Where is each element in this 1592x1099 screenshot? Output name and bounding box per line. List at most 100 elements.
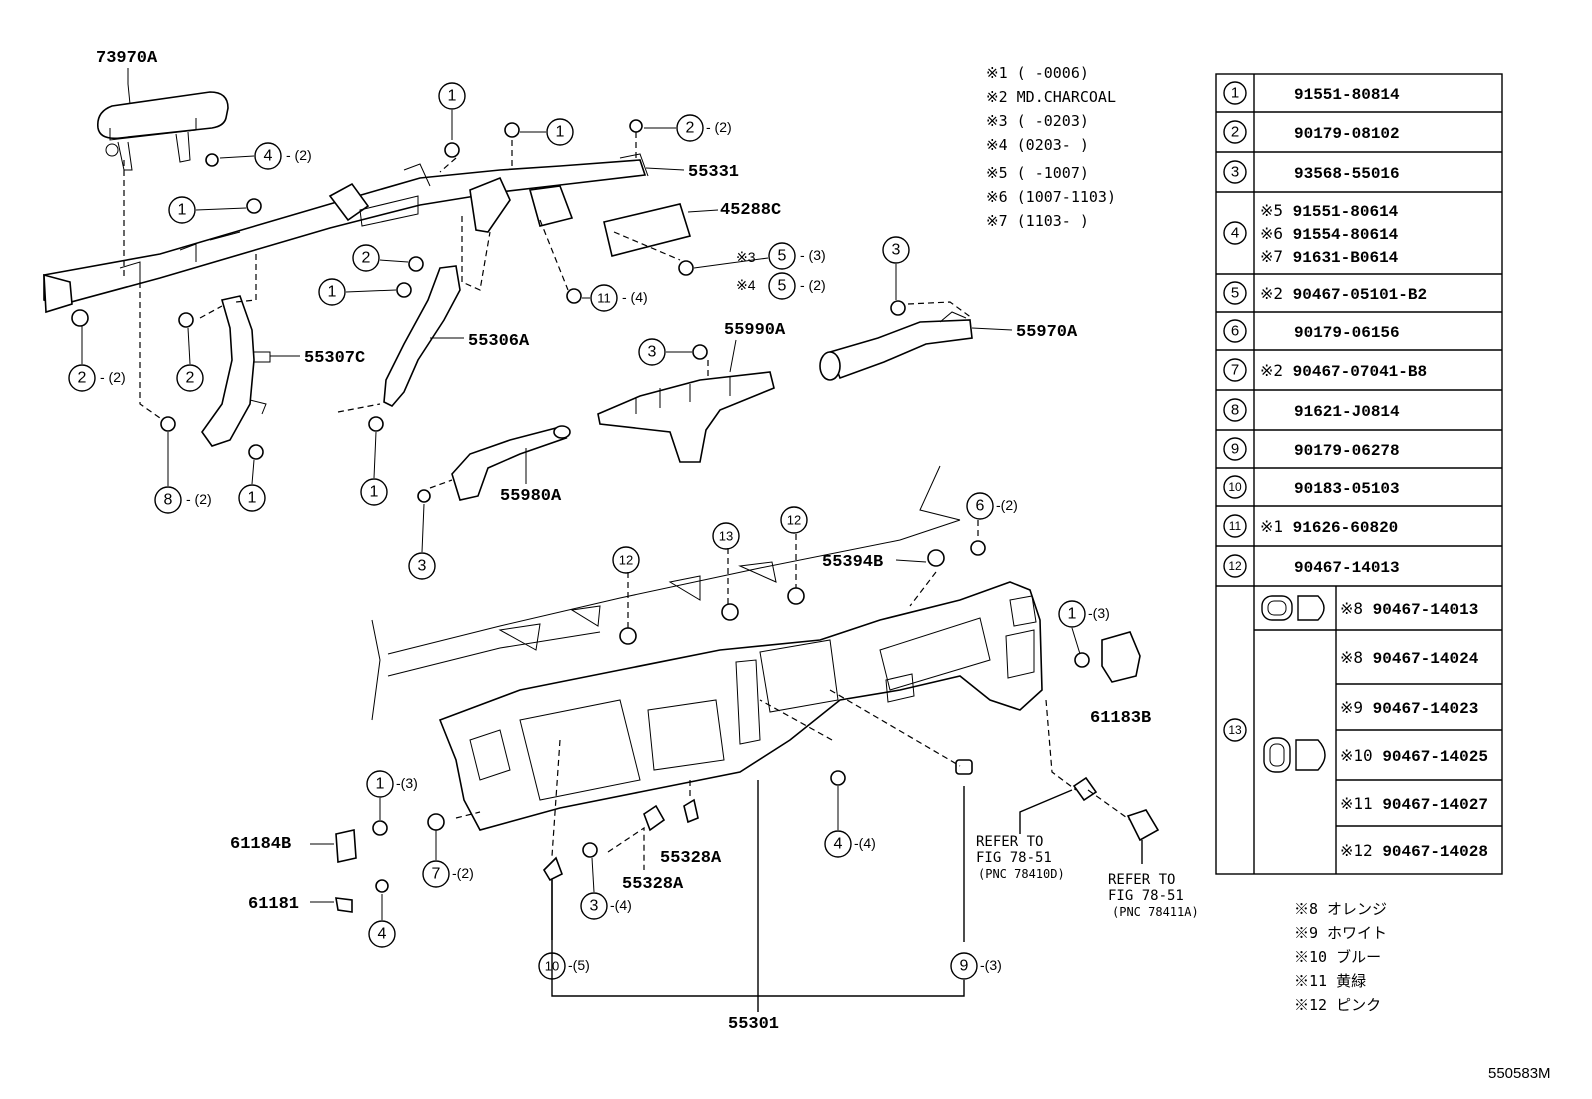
svg-text:- (2): - (2) [100,369,126,385]
part-cross-beam [43,153,649,314]
table-row-part-number: 91551-80814 [1294,86,1400,104]
svg-text:3: 3 [590,898,599,915]
svg-text:12: 12 [619,553,633,568]
table-row-part-number: ※2 90467-05101-B2 [1260,284,1427,304]
part-55990A [597,371,775,463]
label-55307C: 55307C [304,349,365,368]
color-note-8: ※8 オレンジ [1294,900,1387,918]
svg-text:1: 1 [248,490,257,507]
callout-2c: 2- (2) [68,364,126,392]
svg-text:-(5): -(5) [568,957,590,973]
table-row-callout [1223,160,1247,184]
color-note-10: ※10 ブルー [1294,948,1381,966]
callout-9a: 9 -(3) [950,952,1002,980]
callout-6a: 6 -(2) [966,492,1018,520]
svg-text:9: 9 [960,958,969,975]
table-row-callout [1223,81,1247,105]
svg-text:5: 5 [778,278,787,295]
part-61183B [1101,631,1141,683]
part-55307C [201,295,271,447]
ref2-line2: FIG 78-51 [1108,888,1184,904]
svg-text:1: 1 [1068,606,1077,623]
callout-2d: 2 [176,364,204,392]
callout-7a: 7-(2) [422,860,474,888]
table-row-part-number: ※5 91551-80614 [1260,201,1399,221]
svg-text:-(2): -(2) [996,497,1018,513]
svg-text:3: 3 [418,558,427,575]
svg-text:1: 1 [178,202,187,219]
svg-text:- (2): - (2) [186,491,212,507]
callout-4c: 4 [368,920,396,948]
ref2-line1: REFER TO [1108,872,1175,888]
callout-1e: 1 [238,484,266,512]
svg-text:- (2): - (2) [286,147,312,163]
svg-text:1: 1 [556,124,565,141]
table-row-callout [1223,475,1247,499]
table-row-callout [1223,358,1247,382]
part-55306A [383,265,461,407]
ref1-line1: REFER TO [976,834,1043,850]
part-55980A [451,425,571,501]
callout-1d: 1 [318,278,346,306]
table-row-callout [1223,514,1247,538]
svg-text:1: 1 [448,88,457,105]
part-45288C [603,203,692,257]
fasteners-upper [71,119,906,503]
svg-text:1: 1 [328,284,337,301]
note-3: ※3 ( -0203) [986,112,1089,130]
table-row-number: 5 [1231,285,1239,302]
svg-text:-(3): -(3) [1088,605,1110,621]
svg-text:- (4): - (4) [622,289,648,305]
table-row-part-number: ※1 91626-60820 [1260,517,1398,537]
callout-3a: 3 [882,236,910,264]
table-row-callout [1223,319,1247,343]
table-row-part-number: 90467-14013 [1294,559,1400,577]
table-row-number: 11 [1229,519,1242,533]
svg-text:※4: ※4 [736,277,756,293]
svg-text:1: 1 [376,776,385,793]
table-row-part-number: 90179-08102 [1294,125,1400,143]
svg-text:-(3): -(3) [396,775,418,791]
table-row13-variant: ※12 90467-14028 [1340,841,1488,861]
callout-3d: 3-(4) [580,892,632,920]
svg-text:3: 3 [892,242,901,259]
table-row13-variant: ※11 90467-14027 [1340,794,1488,814]
svg-text:-(3): -(3) [980,957,1002,973]
table-row-number: 4 [1231,225,1239,242]
svg-text:6: 6 [976,498,985,515]
table-row-callout [1223,221,1247,245]
part-55970A [819,311,973,381]
table-row-number: 3 [1231,164,1239,181]
color-note-9: ※9 ホワイト [1294,924,1387,942]
table-row-number: 10 [1228,480,1242,494]
callout-3b: 3 [638,338,666,366]
table-row-part-number: ※6 91554-80614 [1260,224,1399,244]
callout-4b: 4-(4) [824,830,876,858]
date-notes: ※1 ( -0006) ※2 MD.CHARCOAL ※3 ( -0203) ※… [986,64,1116,230]
label-61183B: 61183B [1090,709,1151,728]
svg-text:- (2): - (2) [706,119,732,135]
callout-1a: 1 [438,82,466,110]
label-55328A-1: 55328A [660,849,722,868]
table-row-part-number: 90179-06156 [1294,324,1400,342]
color-note-12: ※12 ピンク [1294,996,1381,1014]
table-row13-variant: ※8 90467-14013 [1340,599,1478,619]
callout-1h: 1 -(3) [366,770,418,798]
table-row-part-number: ※2 90467-07041-B8 [1260,361,1427,381]
table-row-number: 13 [1228,723,1242,737]
svg-text:3: 3 [648,344,657,361]
table-row-number: 7 [1231,362,1239,379]
label-55990A: 55990A [724,321,786,340]
label-55970A: 55970A [1016,323,1078,342]
table-row-number: 9 [1231,441,1239,458]
svg-text:13: 13 [719,529,733,544]
table-row-number: 12 [1228,559,1242,573]
svg-text:※3: ※3 [736,249,756,265]
svg-text:10: 10 [545,959,559,974]
svg-text:7: 7 [432,866,441,883]
ref1-line3: (PNC 78410D) [978,867,1065,881]
note-7: ※7 (1103- ) [986,212,1089,230]
table-row-callout [1223,718,1247,742]
